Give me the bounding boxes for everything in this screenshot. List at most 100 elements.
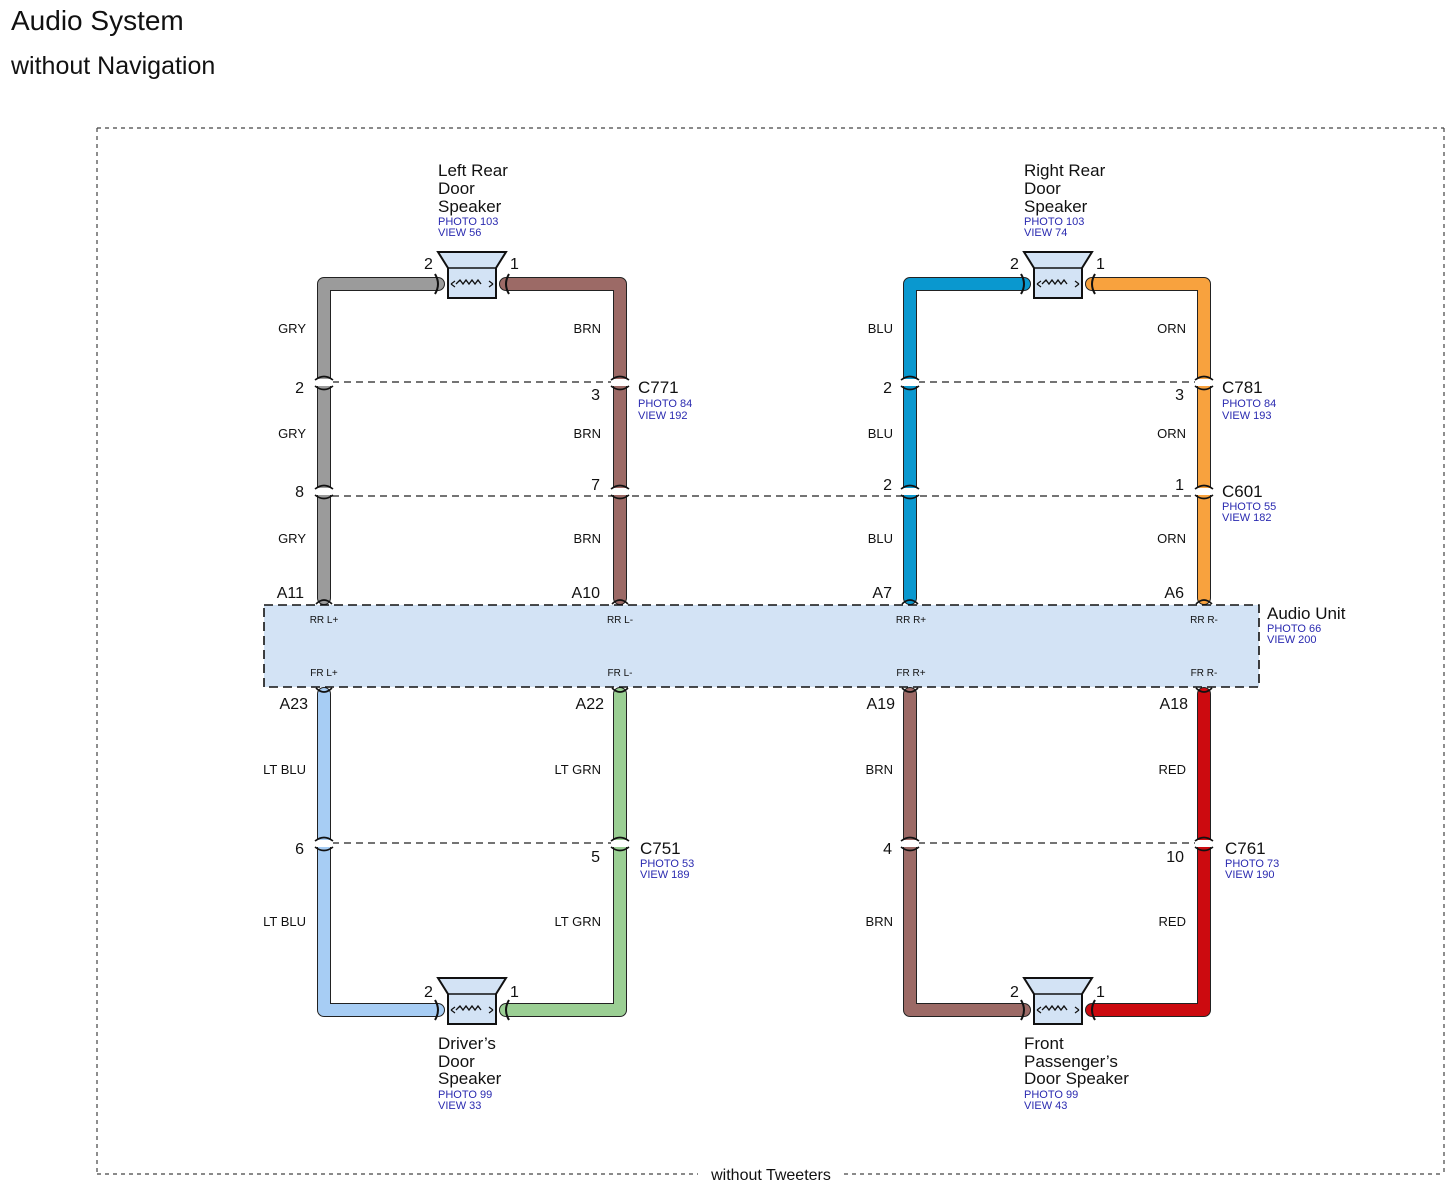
speaker-front-passenger-labels: Front Passenger’s Door Speaker PHOTO 99 … (1024, 1034, 1129, 1112)
wire-fr-l-minus (499, 687, 627, 1017)
audio-unit-pin-function: FR L- (608, 668, 633, 679)
connector-c761: C761 PHOTO 73 VIEW 190 (1225, 839, 1279, 881)
speaker-photo-ref: PHOTO 99 (1024, 1089, 1078, 1101)
wire-label: RED (1159, 914, 1186, 929)
speaker-pin: 2 (424, 256, 433, 273)
speaker-name: Right Rear (1024, 161, 1106, 180)
pin-number: 8 (295, 484, 304, 501)
boundary-box (96, 127, 1445, 1175)
connector-c601: C601 PHOTO 55 VIEW 182 (1222, 482, 1276, 524)
wire-label: BRN (866, 762, 893, 777)
speaker-view-ref: VIEW 33 (438, 1100, 481, 1112)
wire-label: GRY (278, 321, 306, 336)
connector-dash-lines (332, 381, 1198, 844)
connector-id: C601 (1222, 482, 1263, 501)
speaker-photo-ref: PHOTO 99 (438, 1089, 492, 1101)
inline-connector-marks (314, 375, 1214, 852)
speaker-pin: 1 (1096, 984, 1105, 1001)
speaker-name: Passenger’s (1024, 1052, 1118, 1071)
speaker-icon (434, 977, 510, 1025)
connector-photo-ref: PHOTO 55 (1222, 501, 1276, 513)
wire-label: ORN (1157, 531, 1186, 546)
speaker-name: Speaker (438, 197, 502, 216)
speaker-icon (1020, 251, 1096, 299)
speaker-right-rear-labels: Right Rear Door Speaker PHOTO 103 VIEW 7… (1024, 161, 1106, 239)
speaker-pin: 2 (1010, 984, 1019, 1001)
inline-connector-break (900, 836, 920, 852)
audio-unit: Audio Unit PHOTO 66 VIEW 200 A11 A10 A7 … (263, 585, 1346, 713)
connector-view-ref: VIEW 189 (640, 869, 690, 881)
speaker-pin: 2 (424, 984, 433, 1001)
speaker-view-ref: VIEW 56 (438, 227, 481, 239)
pin-number: 4 (883, 841, 892, 858)
speaker-name: Driver’s (438, 1034, 496, 1053)
audio-unit-pin-id: A7 (872, 585, 892, 602)
speaker-photo-ref: PHOTO 103 (1024, 216, 1084, 228)
audio-unit-pin-id: A22 (576, 696, 605, 713)
wire-label: GRY (278, 426, 306, 441)
speaker-view-ref: VIEW 43 (1024, 1100, 1067, 1112)
wire-fr-l-plus (317, 687, 445, 1017)
wire-label: ORN (1157, 426, 1186, 441)
wire-label: BLU (868, 321, 893, 336)
connector-view-ref: VIEW 192 (638, 410, 688, 422)
speaker-front-passenger: 2 1 (1010, 977, 1105, 1025)
connector-id: C781 (1222, 378, 1263, 397)
wire-label: BRN (574, 531, 601, 546)
wire-label: LT BLU (263, 914, 306, 929)
speaker-icon (434, 251, 510, 299)
speaker-pin: 2 (1010, 256, 1019, 273)
inline-connector-break (610, 484, 630, 500)
audio-unit-pin-function: RR R- (1190, 615, 1218, 626)
wire-label: LT GRN (555, 762, 601, 777)
speaker-left-rear-labels: Left Rear Door Speaker PHOTO 103 VIEW 56 (438, 161, 508, 239)
connector-view-ref: VIEW 193 (1222, 410, 1272, 422)
pin-number: 7 (591, 477, 600, 494)
speaker-icon (1020, 977, 1096, 1025)
wire-rr-l-minus (499, 277, 627, 605)
audio-unit-pin-function: FR R- (1191, 668, 1218, 679)
audio-unit-pin-id: A10 (572, 585, 601, 602)
speaker-name: Speaker (438, 1069, 502, 1088)
speaker-name: Speaker (1024, 197, 1088, 216)
wire-label: LT GRN (555, 914, 601, 929)
audio-unit-pin-function: RR L- (607, 615, 633, 626)
diagram-title: Audio System (11, 5, 184, 36)
inline-connector-break (314, 484, 334, 500)
connector-photo-ref: PHOTO 84 (638, 398, 692, 410)
wire-fr-r-plus (903, 687, 1031, 1017)
speaker-name: Door (438, 179, 475, 198)
pin-number: 3 (1175, 387, 1184, 404)
speaker-left-rear: 2 1 (424, 251, 519, 299)
inline-connector-break (1194, 484, 1214, 500)
inline-connector-break (314, 836, 334, 852)
inline-connector-break (1194, 836, 1214, 852)
pin-number: 2 (883, 380, 892, 397)
wire-rr-r-minus (1085, 277, 1211, 605)
speaker-name: Front (1024, 1034, 1064, 1053)
speaker-pin: 1 (1096, 256, 1105, 273)
audio-unit-pin-function: RR R+ (896, 615, 926, 626)
wire-label: BRN (574, 426, 601, 441)
audio-unit-pin-function: RR L+ (310, 615, 339, 626)
wire-rr-l-plus (317, 277, 445, 605)
audio-unit-photo-ref: PHOTO 66 (1267, 623, 1321, 635)
connector-photo-ref: PHOTO 53 (640, 858, 694, 870)
pin-number: 10 (1166, 849, 1184, 866)
inline-connector-break (314, 375, 334, 391)
pin-number: 1 (1175, 477, 1184, 494)
connector-view-ref: VIEW 182 (1222, 512, 1272, 524)
connector-photo-ref: PHOTO 73 (1225, 858, 1279, 870)
speaker-name: Door (1024, 179, 1061, 198)
connector-id: C761 (1225, 839, 1266, 858)
speaker-name: Left Rear (438, 161, 508, 180)
connector-view-ref: VIEW 190 (1225, 869, 1275, 881)
speaker-driver-labels: Driver’s Door Speaker PHOTO 99 VIEW 33 (438, 1034, 502, 1112)
inline-connector-break (610, 836, 630, 852)
wire-label: RED (1159, 762, 1186, 777)
pin-number: 2 (883, 477, 892, 494)
connector-c771: C771 PHOTO 84 VIEW 192 (638, 378, 692, 422)
wire-label: BRN (866, 914, 893, 929)
pin-number: 2 (295, 380, 304, 397)
audio-unit-pin-id: A6 (1164, 585, 1184, 602)
